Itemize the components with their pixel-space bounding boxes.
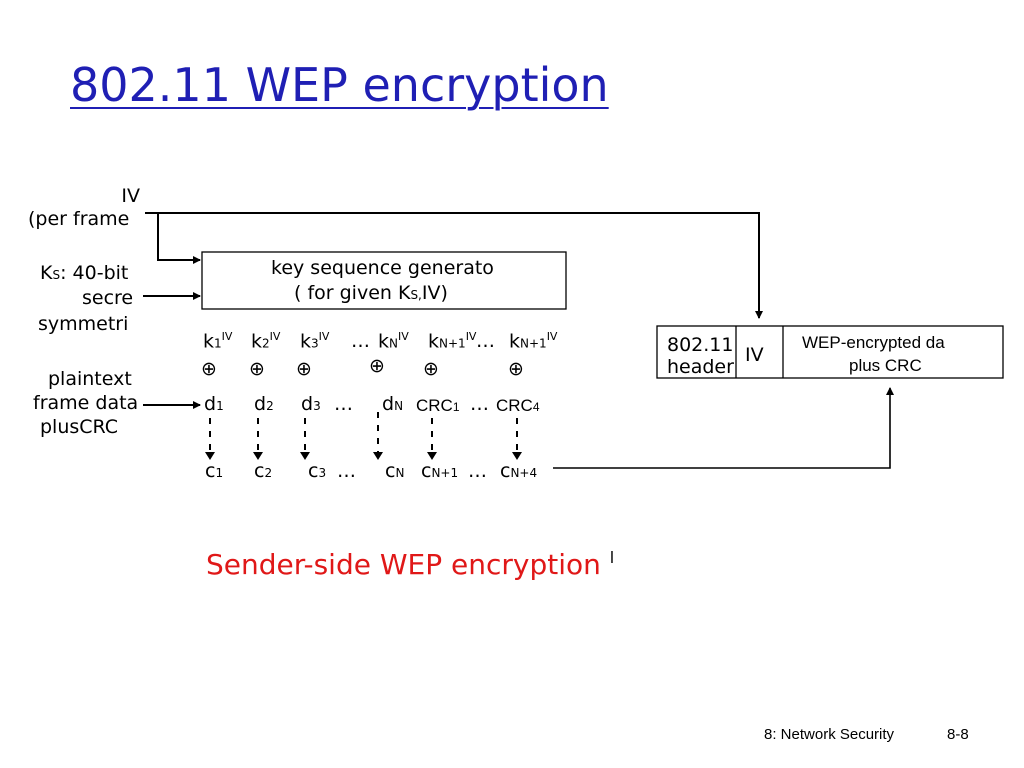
cipher-c3: c3	[308, 460, 327, 482]
xor-icon: ⊕	[423, 358, 439, 380]
plus-crc-label: plusCRC	[40, 416, 119, 438]
caption: Sender-side WEP encryption l	[206, 548, 615, 581]
xor-icon: ⊕	[201, 358, 217, 380]
key-symmetric-label: symmetri	[38, 313, 129, 335]
data-dN: dN	[382, 393, 404, 415]
data-ellipsis-2: …	[470, 393, 489, 415]
xor-icon: ⊕	[296, 358, 312, 380]
generator-line2: ( for given KS,IV)	[294, 282, 448, 304]
footer-chapter: 8: Network Security	[764, 726, 895, 743]
frame-box	[656, 325, 1004, 379]
data-d1: d1	[204, 393, 224, 415]
xor-icon: ⊕	[369, 355, 385, 377]
footer-page-number: 8-8	[947, 726, 969, 743]
frame-header-line2: header	[667, 356, 734, 378]
keystream-k1: k1IV	[203, 330, 233, 353]
cipher-cN: cN	[385, 460, 405, 482]
cipher-cN1: cN+1	[421, 460, 459, 482]
cipher-c1: c1	[205, 460, 224, 482]
data-ellipsis-1: …	[334, 393, 353, 415]
data-d3: d3	[301, 393, 321, 415]
key-secret-label: secre	[82, 287, 134, 309]
cipher-ellipsis-1: …	[337, 460, 356, 482]
cipher-ellipsis-2: …	[468, 460, 487, 482]
iv-per-frame-label: (per frame	[28, 208, 130, 230]
keystream-k3: k3IV	[300, 330, 330, 353]
frame-iv: IV	[745, 344, 764, 366]
key-generator-box	[201, 251, 567, 310]
plaintext-label: plaintext	[48, 368, 132, 390]
keystream-kN: kNIV	[378, 330, 409, 353]
frame-data-label: frame data	[33, 392, 139, 414]
xor-icon: ⊕	[508, 358, 524, 380]
generator-line1: key sequence generato	[271, 257, 494, 279]
iv-label: IV	[121, 185, 140, 207]
crc-4: CRC4	[496, 396, 540, 415]
frame-payload-line2: plus CRC	[849, 356, 922, 375]
cipher-cN4: cN+4	[500, 460, 538, 482]
keystream-kN1: kN+1IV	[428, 330, 477, 353]
key-label: KS: 40-bit	[40, 262, 129, 284]
frame-payload-line1: WEP-encrypted da	[802, 333, 945, 352]
keystream-k2: k2IV	[251, 330, 281, 353]
keystream-kN1-last: kN+1IV	[509, 330, 558, 353]
keystream-ellipsis-2: …	[476, 330, 495, 352]
crc-1: CRC1	[416, 396, 460, 415]
slide-title: 802.11 WEP encryption	[70, 58, 609, 112]
data-d2: d2	[254, 393, 274, 415]
cipher-c2: c2	[254, 460, 273, 482]
iv-to-generator-arrow	[157, 213, 201, 264]
keystream-ellipsis-1: …	[351, 330, 370, 352]
frame-header-line1: 802.11	[667, 334, 734, 356]
xor-icon: ⊕	[249, 358, 265, 380]
iv-to-frame-arrow	[145, 212, 763, 319]
cipher-to-frame-arrow	[553, 387, 894, 469]
